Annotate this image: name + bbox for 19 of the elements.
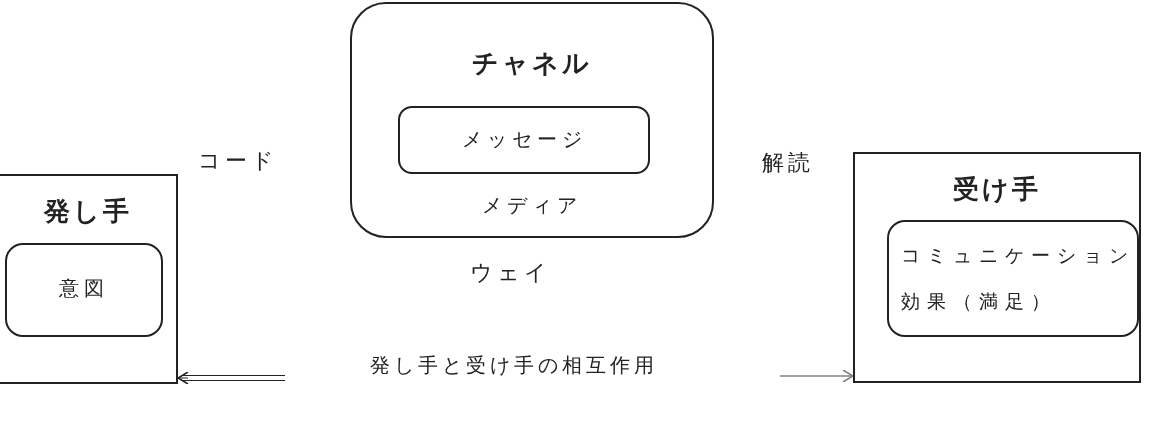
rounded-box: [5, 243, 163, 337]
box-title: チャネル: [471, 47, 593, 80]
box-text: メッセージ: [460, 126, 588, 153]
box-text: メディア: [481, 192, 583, 219]
channel-box: [350, 2, 714, 238]
box-text: 意図: [58, 275, 110, 302]
diagram-label: 解読: [762, 149, 814, 177]
diagram-label: ウェイ: [470, 259, 551, 287]
sender-box: [0, 174, 178, 384]
arrow: [177, 371, 286, 385]
rounded-box: [887, 220, 1139, 337]
box-title: 受け手: [952, 173, 1042, 206]
arrow: [779, 369, 854, 383]
message-box: [398, 106, 650, 174]
diagram-label: コード: [198, 147, 278, 175]
receiver-box: [853, 152, 1141, 383]
box-text: コミュニケーション効果（満足）: [901, 243, 1135, 314]
diagram-label: 発し手と受け手の相互作用: [370, 352, 658, 379]
box-title: 発し手: [42, 195, 133, 228]
